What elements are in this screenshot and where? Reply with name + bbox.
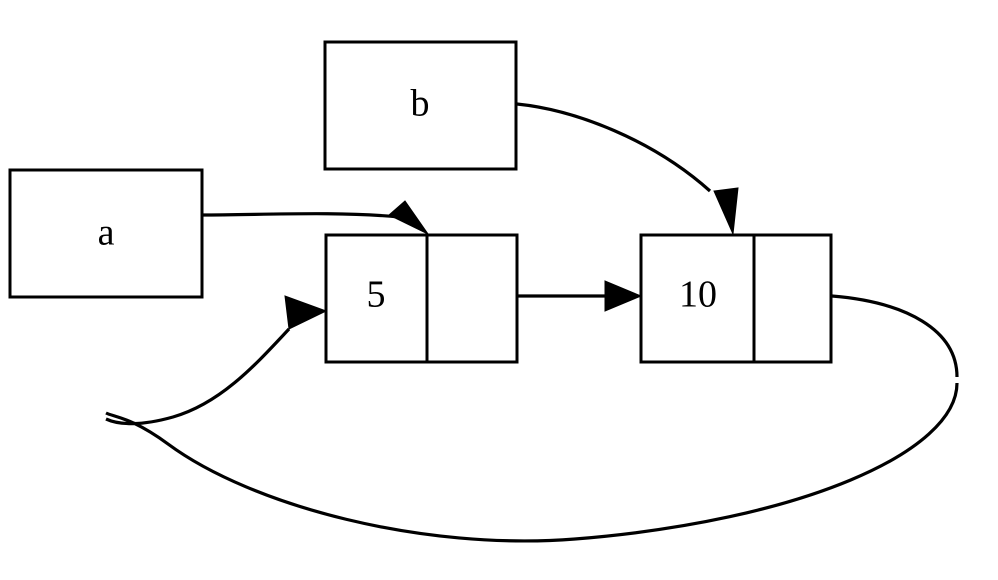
edge-line-n10-loop-to-n5 bbox=[105, 294, 959, 543]
node-label-n10: 10 bbox=[679, 274, 717, 316]
nodes-layer: a b 5 10 bbox=[8, 40, 833, 364]
node-box-n5[interactable] bbox=[324, 233, 519, 364]
edge-line-a-to-n5 bbox=[201, 212, 400, 219]
edge-n5-to-n10 bbox=[517, 280, 643, 312]
node-n10[interactable]: 10 bbox=[639, 233, 833, 364]
arrowhead-icon bbox=[713, 187, 739, 236]
node-box-n10[interactable] bbox=[639, 233, 833, 364]
edge-line-b-to-n10 bbox=[516, 102, 712, 193]
edge-n10-loop-to-n5 bbox=[105, 294, 959, 543]
node-label-a: a bbox=[98, 212, 115, 254]
node-a[interactable]: a bbox=[8, 168, 204, 299]
node-label-n5: 5 bbox=[367, 274, 386, 316]
edges-layer bbox=[105, 102, 959, 543]
arrowhead-icon bbox=[604, 280, 643, 312]
node-b[interactable]: b bbox=[323, 40, 518, 171]
node-box-a[interactable] bbox=[8, 168, 204, 299]
arrowhead-icon bbox=[388, 200, 430, 236]
node-label-b: b bbox=[411, 83, 430, 125]
arrowhead-icon bbox=[284, 295, 328, 330]
node-box-b[interactable] bbox=[323, 40, 518, 171]
edge-a-to-n5 bbox=[201, 200, 430, 236]
node-n5[interactable]: 5 bbox=[324, 233, 519, 364]
edge-b-to-n10 bbox=[516, 102, 739, 236]
